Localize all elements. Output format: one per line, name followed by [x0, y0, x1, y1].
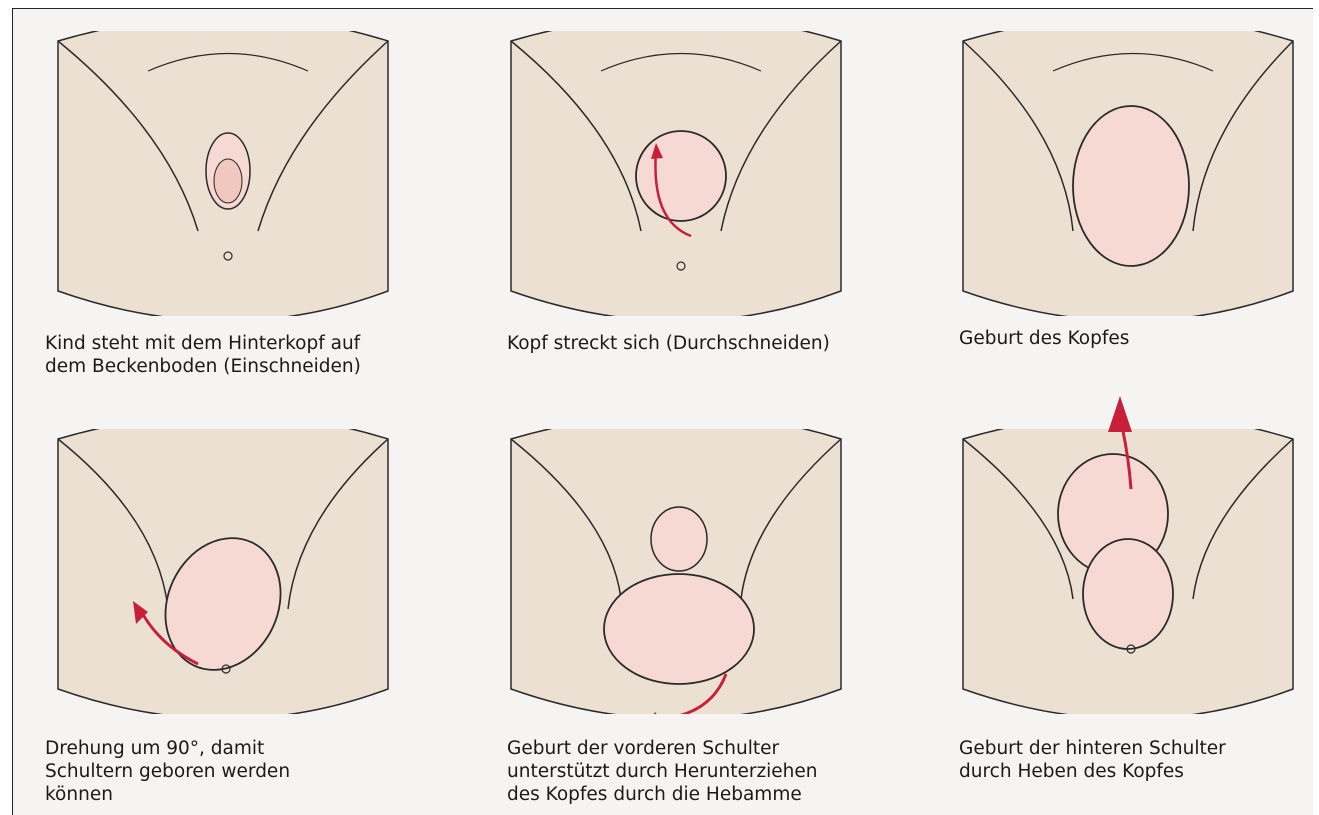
- baby-head: [604, 574, 754, 684]
- panel-3-illustration: [953, 31, 1313, 316]
- panel-2-illustration: [501, 31, 861, 316]
- panel-6-caption: Geburt der hinteren Schulter durch Heben…: [959, 737, 1313, 783]
- figure-page: Kind steht mit dem Hinterkopf auf dem Be…: [12, 8, 1313, 815]
- baby-head: [636, 131, 726, 221]
- red-arrow-icon: [1106, 394, 1136, 434]
- panel-6-illustration: [953, 429, 1313, 714]
- posterior-shoulder: [1083, 539, 1173, 649]
- panel-3-caption: Geburt des Kopfes: [959, 327, 1313, 350]
- anterior-shoulder: [651, 507, 707, 571]
- panel-5-illustration: [501, 429, 861, 714]
- panel-4-illustration: [48, 429, 408, 714]
- panel-1-caption: Kind steht mit dem Hinterkopf auf dem Be…: [45, 332, 405, 378]
- panel-1-illustration: [48, 31, 408, 316]
- panel-5-caption: Geburt der vorderen Schulter unterstützt…: [507, 737, 867, 806]
- panel-4-caption: Drehung um 90°, damit Schultern geboren …: [45, 737, 405, 806]
- baby-head: [1073, 106, 1189, 266]
- panel-2-caption: Kopf streckt sich (Durchschneiden): [507, 332, 867, 355]
